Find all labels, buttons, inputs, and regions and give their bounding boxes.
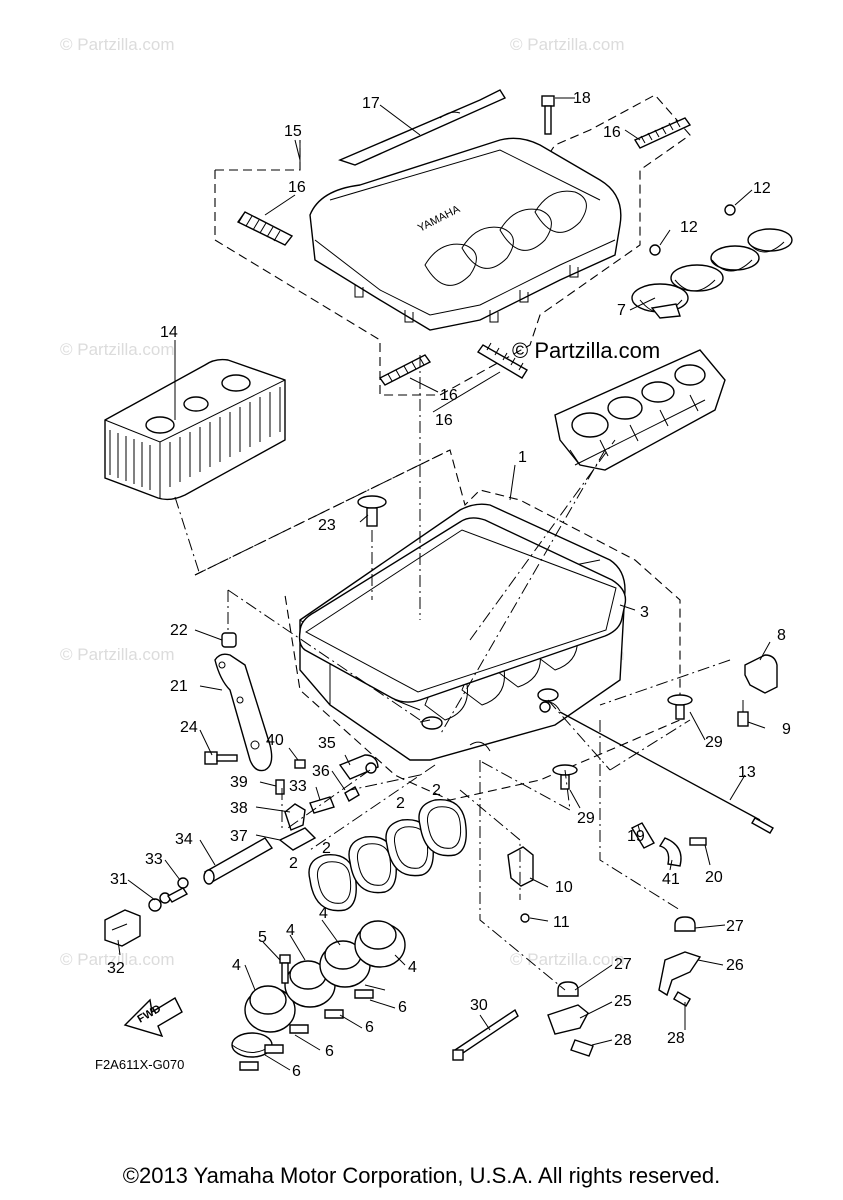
- throttle-bodies: [554, 349, 726, 471]
- callout-5: 5: [258, 929, 267, 946]
- holders: [631, 822, 707, 867]
- hose-34: [203, 837, 274, 885]
- callout-13: 13: [738, 764, 756, 781]
- bolt-18: [541, 95, 555, 135]
- callout-16: 16: [435, 412, 453, 429]
- callout-21: 21: [170, 678, 188, 695]
- callout-30: 30: [470, 997, 488, 1014]
- copyright-notice: ©2013 Yamaha Motor Corporation, U.S.A. A…: [122, 1163, 721, 1188]
- callout-17: 17: [362, 95, 380, 112]
- callout-27: 27: [726, 918, 744, 935]
- callout-11: 11: [553, 914, 570, 931]
- bracket-21: [214, 653, 273, 772]
- callout-19: 19: [627, 828, 645, 845]
- callout-16: 16: [603, 124, 621, 141]
- callout-20: 20: [705, 869, 723, 886]
- callout-39: 39: [230, 774, 248, 791]
- air-box-seal: [298, 517, 627, 703]
- callout-4: 4: [319, 905, 328, 922]
- leader-lines: [117, 97, 771, 1071]
- watermark-text: © Partzilla.com: [60, 950, 175, 969]
- hose-clamps: [239, 989, 374, 1071]
- callout-37: 37: [230, 828, 248, 845]
- callout-6: 6: [398, 999, 407, 1016]
- springs: [236, 117, 692, 386]
- callout-16: 16: [440, 387, 458, 404]
- callout-12: 12: [753, 180, 771, 197]
- callout-26: 26: [726, 957, 744, 974]
- emblem: [338, 89, 507, 166]
- callout-4: 4: [232, 957, 241, 974]
- callout-1: 1: [518, 449, 527, 466]
- callout-6: 6: [365, 1019, 374, 1036]
- watermark-text: © Partzilla.com: [60, 340, 175, 359]
- callout-36: 36: [312, 763, 330, 780]
- mount-parts: [547, 916, 702, 1057]
- callout-16: 16: [288, 179, 306, 196]
- callout-9: 9: [782, 721, 791, 738]
- callout-41: 41: [662, 871, 680, 888]
- screws-12: [649, 204, 736, 256]
- forward-arrow: FWD: [123, 997, 183, 1038]
- velocity-stacks: [631, 228, 793, 319]
- watermark-main: © Partzilla.com: [512, 338, 660, 363]
- bolt-24: [204, 751, 238, 765]
- callout-2: 2: [322, 840, 331, 857]
- callout-24: 24: [180, 719, 198, 736]
- callout-4: 4: [286, 922, 295, 939]
- callout-25: 25: [614, 993, 632, 1010]
- callout-18: 18: [573, 90, 591, 107]
- air-filter-element: [104, 358, 286, 501]
- callout-10: 10: [555, 879, 573, 896]
- bolt-23: [357, 495, 387, 527]
- callouts: 1 2 2 2 2 3 4 4 4 4 5 6 6 6 6 7 8 9 10 1…: [107, 90, 791, 1080]
- bracket-8: [737, 654, 778, 727]
- callout-3: 3: [640, 604, 649, 621]
- watermark-text: © Partzilla.com: [510, 35, 625, 54]
- callout-27: 27: [614, 956, 632, 973]
- callout-7: 7: [617, 302, 626, 319]
- joint-gaskets: [308, 798, 467, 912]
- callout-6: 6: [292, 1063, 301, 1080]
- watermark-text: © Partzilla.com: [60, 35, 175, 54]
- callout-33: 33: [145, 851, 163, 868]
- callout-6: 6: [325, 1043, 334, 1060]
- callout-12: 12: [680, 219, 698, 236]
- callout-28: 28: [614, 1032, 632, 1049]
- air-cleaner-cover: [309, 137, 622, 331]
- callout-34: 34: [175, 831, 193, 848]
- callout-2: 2: [396, 795, 405, 812]
- callout-31: 31: [110, 871, 128, 888]
- bracket-parts: [275, 754, 379, 851]
- callout-15: 15: [284, 123, 302, 140]
- callout-8: 8: [777, 627, 786, 644]
- callout-35: 35: [318, 735, 336, 752]
- callout-40: 40: [266, 732, 284, 749]
- watermark-text: © Partzilla.com: [510, 950, 625, 969]
- cable-tie-30: [452, 1008, 519, 1061]
- breather-parts: [104, 877, 189, 947]
- watermarks: © Partzilla.com © Partzilla.com © Partzi…: [60, 35, 660, 969]
- callout-14: 14: [160, 324, 178, 341]
- watermark-text: © Partzilla.com: [60, 645, 175, 664]
- bolt-5: [279, 954, 291, 984]
- callout-28: 28: [667, 1030, 685, 1047]
- callout-29: 29: [577, 810, 595, 827]
- top-cover-group: YAMAHA: [214, 94, 691, 396]
- assembly-lines: [174, 355, 744, 991]
- diagram-code: F2A611X-G070: [95, 1057, 184, 1072]
- callout-2: 2: [289, 855, 298, 872]
- cable-13: [539, 701, 774, 834]
- carburetor-joints: [231, 920, 406, 1058]
- callout-4: 4: [408, 959, 417, 976]
- nut-22: [221, 632, 237, 648]
- callout-33: 33: [289, 778, 307, 795]
- callout-38: 38: [230, 800, 248, 817]
- callout-29: 29: [705, 734, 723, 751]
- callout-23: 23: [318, 517, 336, 534]
- callout-32: 32: [107, 960, 125, 977]
- callout-22: 22: [170, 622, 188, 639]
- callout-2: 2: [432, 782, 441, 799]
